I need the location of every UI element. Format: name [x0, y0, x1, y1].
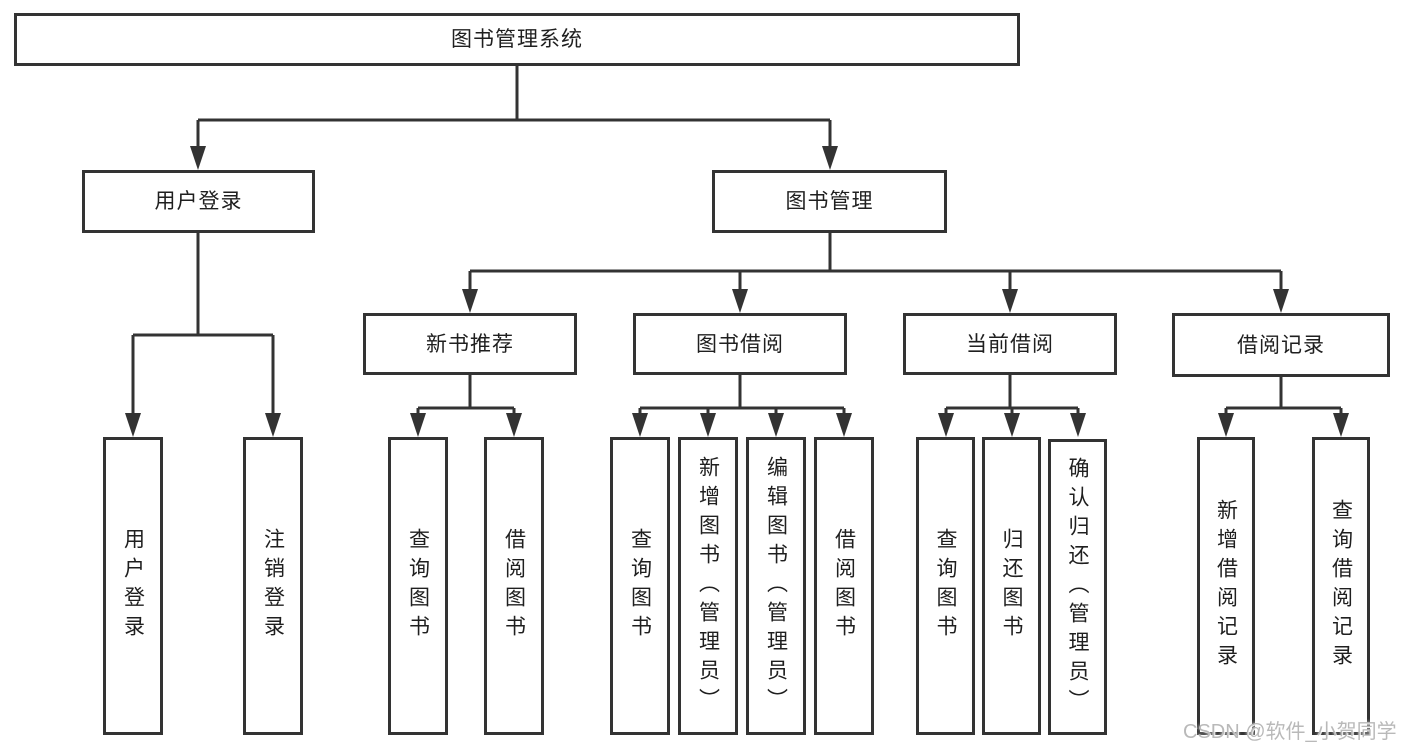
node-leaf-borrow-books-recommend: 借阅图书 [484, 437, 544, 735]
node-user-login: 用户登录 [82, 170, 315, 233]
connector-book-borrow-to-leaves [638, 375, 846, 417]
connector-current-borrow-to-leaves [944, 375, 1080, 417]
node-leaf-user-login: 用户登录 [103, 437, 163, 735]
connector-root-to-level2 [196, 66, 832, 150]
csdn-watermark: CSDN @软件_小贺同学 [1183, 721, 1397, 743]
node-current-borrowing: 当前借阅 [903, 313, 1117, 375]
node-root-system: 图书管理系统 [14, 13, 1020, 66]
arrowheads-book-borrow-leaves [632, 413, 852, 437]
connector-borrow-record-to-leaves [1224, 377, 1343, 417]
node-book-borrowing: 图书借阅 [633, 313, 847, 375]
arrowheads-user-login-leaves [125, 413, 281, 437]
node-leaf-logout: 注销登录 [243, 437, 303, 735]
connector-new-book-rec-to-leaves [416, 375, 516, 417]
arrowheads-level3 [462, 289, 1289, 313]
arrowheads-current-borrow-leaves [938, 413, 1086, 437]
node-borrowing-records: 借阅记录 [1172, 313, 1390, 377]
node-leaf-return-books: 归还图书 [982, 437, 1041, 735]
node-leaf-query-books-recommend: 查询图书 [388, 437, 448, 735]
node-leaf-add-books-admin: 新增图书（管理员） [678, 437, 738, 735]
node-leaf-query-books-current: 查询图书 [916, 437, 975, 735]
node-leaf-confirm-return-admin: 确认归还（管理员） [1048, 439, 1107, 735]
node-leaf-add-borrow-record: 新增借阅记录 [1197, 437, 1255, 735]
node-book-management: 图书管理 [712, 170, 947, 233]
node-leaf-query-books-borrowing: 查询图书 [610, 437, 670, 735]
node-new-book-recommend: 新书推荐 [363, 313, 577, 375]
node-leaf-edit-books-admin: 编辑图书（管理员） [746, 437, 806, 735]
arrowheads-borrow-record-leaves [1218, 413, 1349, 437]
arrowheads-level2 [190, 146, 838, 170]
node-leaf-borrow-books: 借阅图书 [814, 437, 874, 735]
connector-book-mgmt-to-level3 [468, 233, 1283, 292]
arrowheads-new-book-rec-leaves [410, 413, 522, 437]
connector-user-login-to-leaves [131, 233, 275, 417]
node-leaf-query-borrow-record: 查询借阅记录 [1312, 437, 1370, 735]
